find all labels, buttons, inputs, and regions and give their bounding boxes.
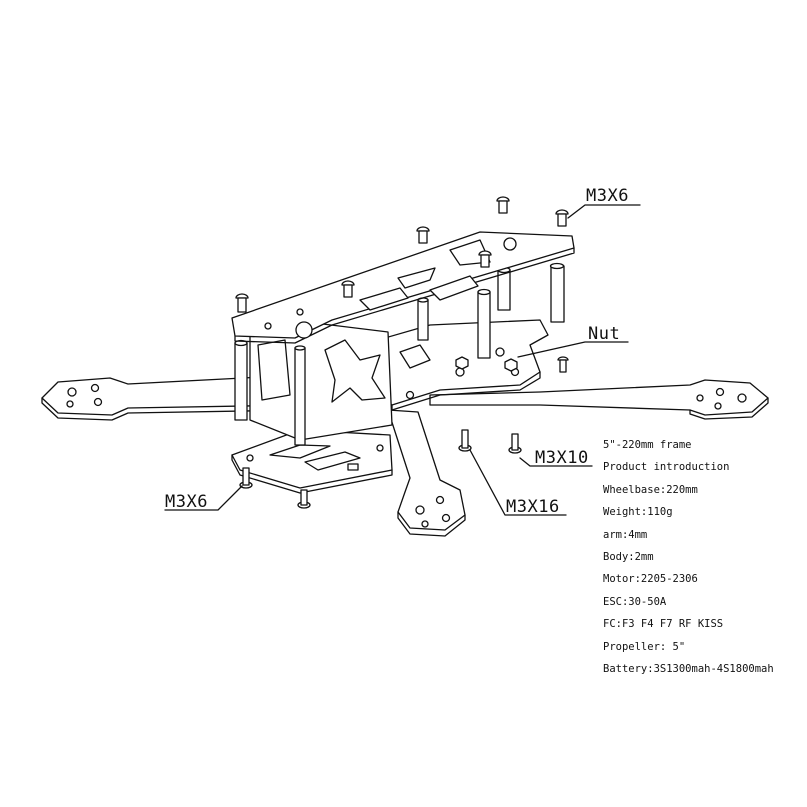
spec-wheelbase: Wheelbase:220mm xyxy=(603,483,698,496)
spec-list: 5"-220mm frame Product introduction Whee… xyxy=(603,434,774,680)
right-arm xyxy=(429,379,769,420)
spec-body: Body:2mm xyxy=(603,550,654,563)
callout-bottom-screw-label: M3X6 xyxy=(165,492,208,512)
spec-propeller: Propeller: 5" xyxy=(603,640,686,653)
spec-fc: FC:F3 F4 F7 RF KISS xyxy=(603,618,724,631)
callout-top-screw-label: M3X6 xyxy=(586,186,629,206)
spec-frame-size: 5"-220mm frame xyxy=(603,439,692,451)
lower-fasteners xyxy=(239,356,569,509)
spec-weight: Weight:110g xyxy=(603,506,673,519)
spec-motor: Motor:2205-2306 xyxy=(603,573,698,586)
spec-heading: Product introduction xyxy=(603,461,730,474)
spec-esc: ESC:30-50A xyxy=(603,595,667,608)
spec-battery: Battery:3S1300mah-4S1800mah xyxy=(603,662,774,675)
front-arm xyxy=(387,409,466,537)
callout-nut-label: Nut xyxy=(588,324,621,344)
callout-arm-screw-label: M3X16 xyxy=(506,497,560,517)
top-screws xyxy=(235,196,569,313)
callout-standoff-screw-label: M3X10 xyxy=(535,448,589,468)
callout-leaders xyxy=(164,204,641,516)
standoffs xyxy=(234,262,565,446)
bottom-plate xyxy=(231,429,393,494)
side-plate xyxy=(249,319,393,441)
spec-arm: arm:4mm xyxy=(603,528,648,541)
